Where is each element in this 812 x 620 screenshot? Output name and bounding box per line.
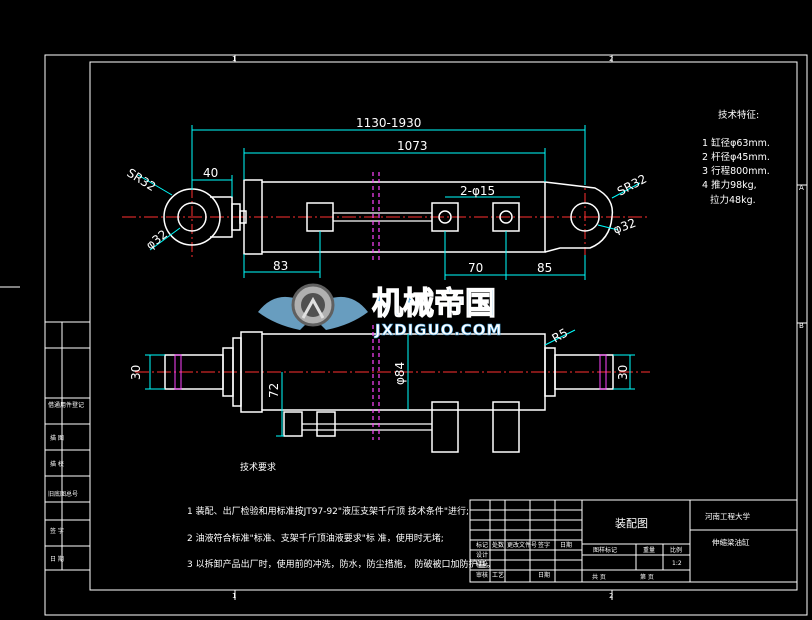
drawing-name: 装配图 <box>615 517 648 530</box>
technical-requirements: 技术要求 1 装配、出厂检验和用标准按JT97-92"液压支架千斤顶 技术条件"… <box>187 461 495 570</box>
dim-phi-right: φ32 <box>611 216 638 237</box>
zone-label-2-bottom: 2 <box>609 592 613 600</box>
zone-label-a: A <box>799 184 804 192</box>
technical-specs: 技术特征: 1 缸径φ63mm. 2 杆径φ45mm. 3 行程800mm. 4… <box>702 109 770 206</box>
side-table: 借通用件登记 描 图 描 校 旧底图总号 签 字 日 期 <box>44 321 91 571</box>
dim-30-left: 30 <box>129 365 143 380</box>
dim-total-length: 1130-1930 <box>356 116 421 130</box>
requirement-item: 2 油液符合标准"标准、支架千斤顶油液要求"标 准，使用时无堵; <box>187 532 444 544</box>
dim-83: 83 <box>273 259 288 273</box>
dim-r5: R5 <box>550 325 571 345</box>
dim-left-offset: 40 <box>203 166 218 180</box>
dim-sr-left: SR32 <box>124 166 158 194</box>
dim-body-length: 1073 <box>397 139 428 153</box>
side-table-cell: 签 字 <box>50 527 64 535</box>
school-name: 河南工程大学 <box>705 511 750 521</box>
dim-70: 70 <box>468 261 483 275</box>
scale-value: 1:2 <box>672 560 682 567</box>
zone-label-b: B <box>799 322 804 330</box>
tb-row: 签字 <box>538 541 550 549</box>
tb-row: 工艺 <box>492 571 504 579</box>
sheet-number: 第 页 <box>640 573 654 581</box>
zone-label-1: 1 <box>232 55 236 63</box>
dim-30-right: 30 <box>616 365 630 380</box>
requirement-item: 3 以拆卸产品出厂时，使用前的冲洗，防水，防尘措施， 防破被口加防护塞。 <box>187 558 495 570</box>
spec-item: 2 杆径φ45mm. <box>702 151 770 163</box>
dim-sr-right: SR32 <box>615 172 649 199</box>
title-block: 装配图 河南工程大学 伸缩梁油缸 图样标记 重量 比例 1:2 共 页 第 页 … <box>469 499 798 583</box>
requirement-item: 1 装配、出厂检验和用标准按JT97-92"液压支架千斤顶 技术条件"进行; <box>187 505 469 517</box>
dim-phi84: φ84 <box>393 362 407 385</box>
requirements-title: 技术要求 <box>240 461 276 473</box>
spec-item: 3 行程800mm. <box>702 165 770 177</box>
spec-item: 1 缸径φ63mm. <box>702 137 770 149</box>
spec-item: 拉力48kg. <box>710 194 756 206</box>
side-table-cell: 旧底图总号 <box>48 490 78 498</box>
part-name: 伸缩梁油缸 <box>712 537 750 547</box>
side-table-cell: 描 校 <box>50 460 64 468</box>
watermark-logo <box>258 283 368 330</box>
specs-title: 技术特征: <box>718 109 759 121</box>
dim-85: 85 <box>537 261 552 275</box>
sheet-total: 共 页 <box>592 573 606 581</box>
tb-row: 日期 <box>560 541 572 549</box>
zone-label-2: 2 <box>609 55 613 63</box>
dim-phi-left: φ32 <box>143 227 170 252</box>
spec-item: 4 推力98kg, <box>702 179 757 191</box>
zone-label-1-bottom: 1 <box>232 592 236 600</box>
col-label: 比例 <box>670 546 682 554</box>
bottom-view <box>135 325 650 453</box>
tb-row: 审核 <box>476 571 488 579</box>
col-label: 图样标记 <box>593 546 617 554</box>
side-table-cell: 借通用件登记 <box>48 401 84 409</box>
tb-row: 更改文件号 <box>507 541 537 549</box>
watermark-cn: 机械帝国 <box>372 286 496 322</box>
tb-row: 校对 <box>476 561 488 569</box>
tb-row: 标记 <box>476 541 488 549</box>
top-view <box>122 125 650 280</box>
side-table-cell: 描 图 <box>50 434 64 442</box>
tb-row: 处数 <box>492 541 504 549</box>
col-label: 重量 <box>643 546 655 554</box>
tb-row: 设计 <box>476 551 488 559</box>
tb-row: 日期 <box>538 571 550 579</box>
dim-72: 72 <box>267 383 281 398</box>
side-table-cell: 日 期 <box>50 555 64 563</box>
dim-holes: 2-φ15 <box>460 184 495 198</box>
watermark-en: JXDIGUO.COM <box>374 321 502 339</box>
